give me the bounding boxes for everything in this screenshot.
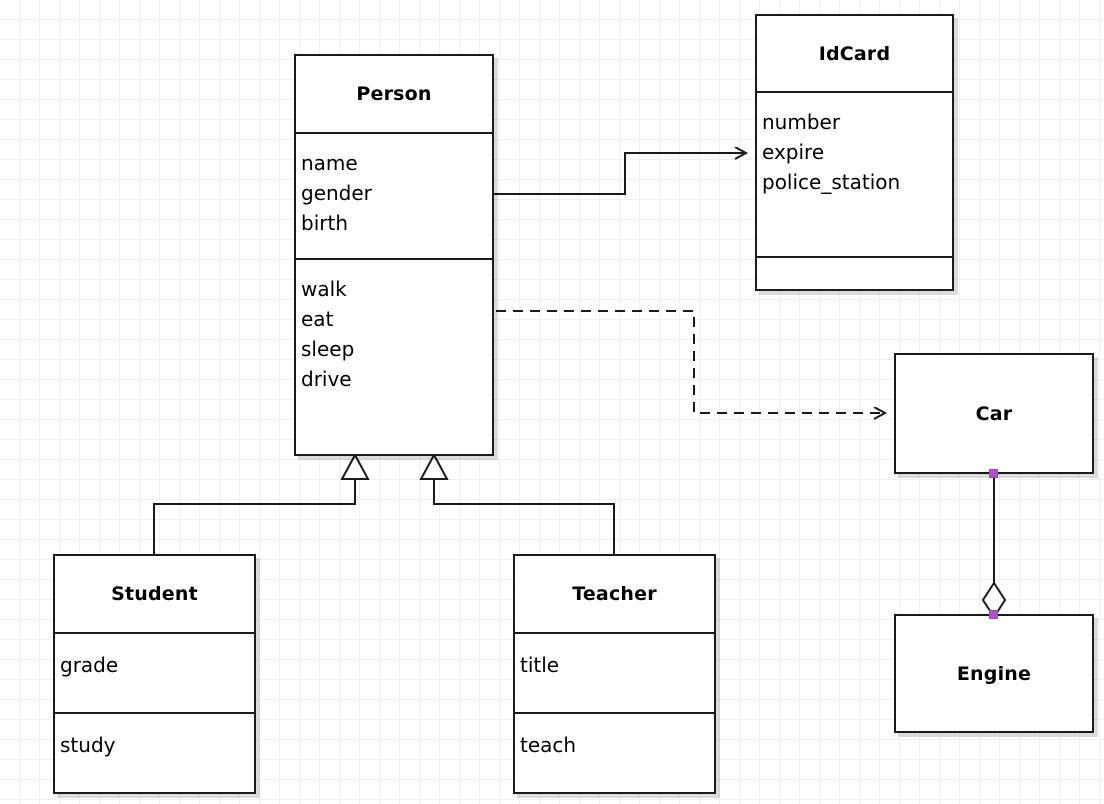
class-operations-teacher: teach <box>515 712 714 792</box>
operation-item: eat <box>301 307 334 331</box>
operation-item: drive <box>301 367 352 391</box>
attribute-item: number <box>762 110 841 134</box>
generalization-student-person[interactable] <box>153 452 370 554</box>
aggregation-car-engine[interactable] <box>981 474 1007 619</box>
class-operations-idcard <box>757 256 952 289</box>
class-title-person: Person <box>356 83 432 105</box>
class-box-idcard[interactable]: IdCard number expire police_station <box>755 14 954 291</box>
operation-item: sleep <box>301 337 355 361</box>
association-person-idcard[interactable] <box>494 153 746 195</box>
attribute-item: police_station <box>762 170 901 194</box>
class-title-teacher: Teacher <box>572 583 657 605</box>
attribute-item: title <box>520 653 560 677</box>
connector-handle-car-end[interactable] <box>989 469 998 478</box>
attribute-item: name <box>301 151 358 175</box>
attribute-item: expire <box>762 140 825 164</box>
class-operations-student: study <box>55 712 254 792</box>
generalization-teacher-person[interactable] <box>419 452 615 554</box>
class-title-idcard: IdCard <box>818 42 891 65</box>
operation-item: study <box>60 733 116 757</box>
class-title-car: Car <box>975 402 1013 425</box>
class-box-teacher[interactable]: Teacher title teach <box>513 554 716 794</box>
class-attributes-person: name gender birth <box>296 132 492 258</box>
class-attributes-idcard: number expire police_station <box>757 91 952 256</box>
class-box-student[interactable]: Student grade study <box>53 554 256 794</box>
class-title-student: Student <box>111 583 198 605</box>
class-attributes-teacher: title <box>515 632 714 712</box>
class-box-car[interactable]: Car <box>894 353 1094 474</box>
operation-item: teach <box>520 733 577 757</box>
class-box-engine[interactable]: Engine <box>894 614 1094 733</box>
class-box-person[interactable]: Person name gender birth walk eat sleep … <box>294 54 494 456</box>
class-attributes-student: grade <box>55 632 254 712</box>
attribute-item: birth <box>301 211 348 235</box>
dependency-person-car[interactable] <box>496 310 885 413</box>
attribute-item: grade <box>60 653 119 677</box>
class-title-engine: Engine <box>956 662 1032 685</box>
operation-item: walk <box>301 277 347 301</box>
attribute-item: gender <box>301 181 372 205</box>
class-operations-person: walk eat sleep drive <box>296 258 492 458</box>
connector-handle-engine-end[interactable] <box>989 610 998 619</box>
